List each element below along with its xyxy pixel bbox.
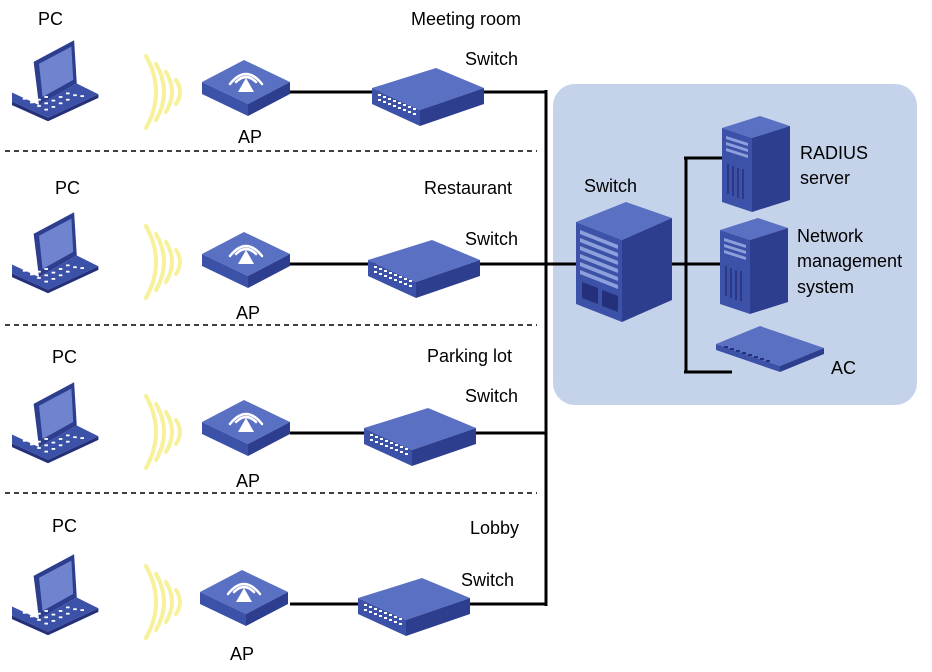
site-1-location-label: Meeting room bbox=[411, 9, 521, 29]
switch-icon bbox=[358, 578, 470, 636]
site-1-ap-label: AP bbox=[238, 127, 262, 147]
laptop-icon bbox=[12, 554, 99, 636]
site-2-pc-label: PC bbox=[55, 178, 80, 198]
switch-icon bbox=[372, 68, 484, 126]
site-restaurant: PC Restaurant Switch AP bbox=[12, 178, 518, 323]
switch-icon bbox=[368, 240, 480, 298]
core-switch-label: Switch bbox=[584, 176, 637, 196]
wifi-waves-icon bbox=[144, 564, 182, 640]
laptop-icon bbox=[12, 212, 99, 294]
switch-icon bbox=[364, 408, 476, 466]
network-links bbox=[290, 90, 732, 606]
site-lobby: PC Lobby Switch AP bbox=[12, 516, 519, 664]
server-icon bbox=[719, 217, 789, 315]
site-4-switch-label: Switch bbox=[461, 570, 514, 590]
site-3-location-label: Parking lot bbox=[427, 346, 512, 366]
access-point-icon bbox=[198, 568, 290, 628]
server-icon bbox=[721, 115, 791, 213]
nms-label-line3: system bbox=[797, 277, 854, 297]
laptop-icon bbox=[12, 40, 99, 122]
site-3-ap-label: AP bbox=[236, 471, 260, 491]
site-4-ap-label: AP bbox=[230, 644, 254, 664]
site-2-location-label: Restaurant bbox=[424, 178, 512, 198]
wifi-waves-icon bbox=[144, 394, 182, 470]
site-1-pc-label: PC bbox=[38, 9, 63, 29]
site-meeting-room: PC Meeting room Switch AP bbox=[12, 9, 521, 147]
site-2-switch-label: Switch bbox=[465, 229, 518, 249]
wifi-waves-icon bbox=[144, 224, 182, 300]
access-point-icon bbox=[200, 398, 292, 458]
core-switch-icon bbox=[576, 202, 672, 322]
site-4-location-label: Lobby bbox=[470, 518, 519, 538]
site-4-pc-label: PC bbox=[52, 516, 77, 536]
radius-server-label-line2: server bbox=[800, 168, 850, 188]
ac-label: AC bbox=[831, 358, 856, 378]
site-3-switch-label: Switch bbox=[465, 386, 518, 406]
laptop-icon bbox=[12, 382, 99, 464]
site-separators bbox=[5, 150, 537, 494]
access-point-icon bbox=[200, 230, 292, 290]
access-point-icon bbox=[200, 58, 292, 118]
site-2-ap-label: AP bbox=[236, 303, 260, 323]
site-3-pc-label: PC bbox=[52, 347, 77, 367]
site-parking-lot: PC Parking lot Switch AP bbox=[12, 346, 518, 491]
nms-label-line2: management bbox=[797, 251, 902, 271]
wifi-waves-icon bbox=[144, 54, 182, 130]
radius-server-label-line1: RADIUS bbox=[800, 143, 868, 163]
core-network: Switch RADIUS server Network management … bbox=[576, 115, 902, 378]
site-1-switch-label: Switch bbox=[465, 49, 518, 69]
nms-label-line1: Network bbox=[797, 226, 864, 246]
